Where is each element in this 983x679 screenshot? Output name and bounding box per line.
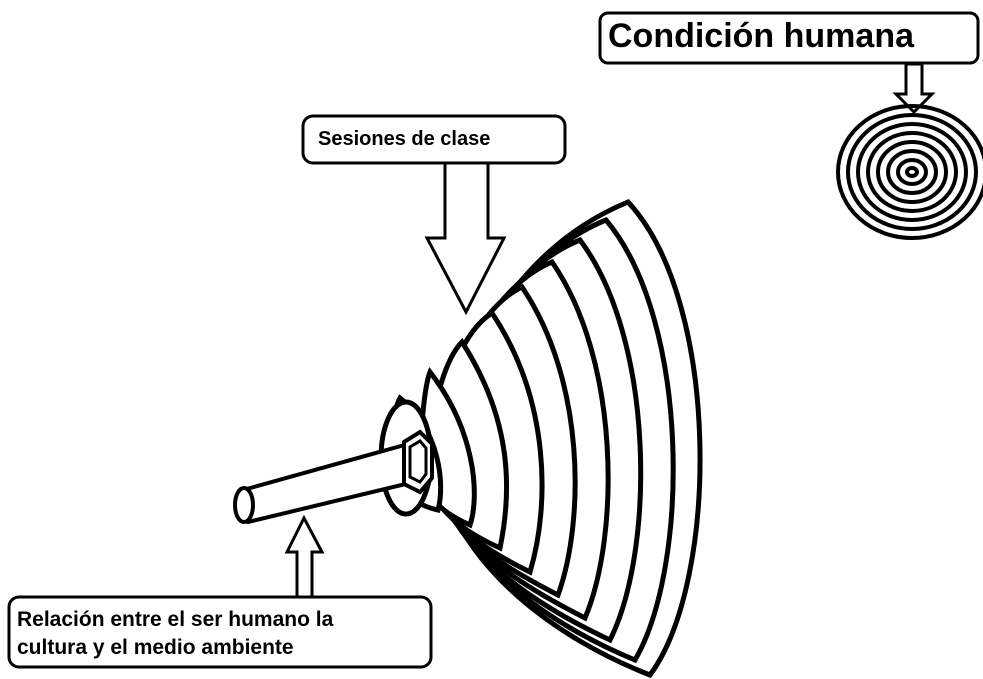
rod-hex-nut	[402, 429, 434, 495]
class-sessions-label: Sesiones de clase	[318, 128, 491, 150]
human-condition-label: Condición humana	[608, 17, 914, 55]
relation-callout-box	[7, 595, 433, 669]
class-sessions-down-arrow	[424, 161, 507, 316]
relation-up-arrow	[284, 514, 325, 599]
title-callout-box	[598, 11, 980, 65]
human-condition-spiral	[836, 104, 983, 240]
title-down-arrow	[892, 62, 936, 115]
relation-rod	[233, 442, 416, 524]
relation-label-line-1: Relación entre el ser humano la	[17, 608, 334, 631]
class-sessions-callout-box	[301, 114, 567, 165]
class-sessions-cone	[378, 199, 703, 679]
relation-label-line-2: cultura y el medio ambiente	[17, 636, 294, 659]
